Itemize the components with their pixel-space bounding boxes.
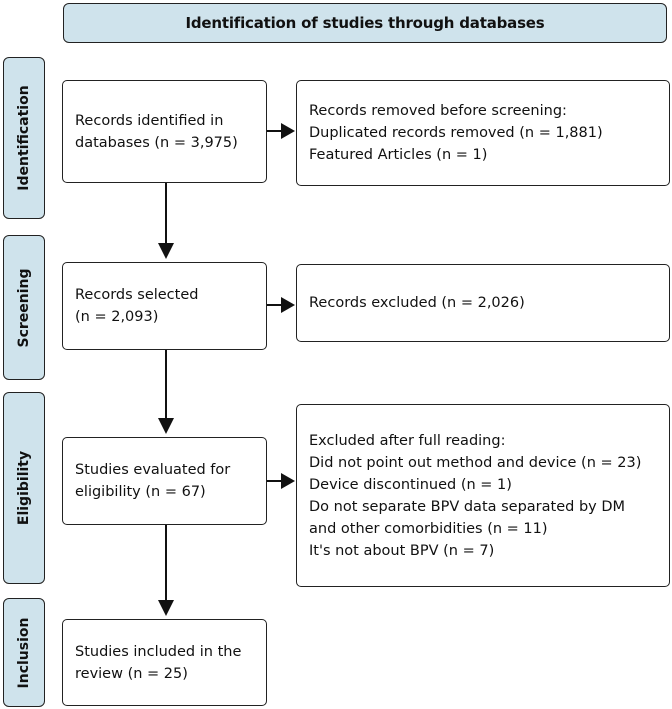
arrow-selected-to-excluded [267,297,295,313]
box-line: review (n = 25) [75,665,188,682]
header-title: Identification of studies through databa… [63,3,667,43]
box-line: (n = 2,093) [75,309,159,325]
records-selected-box: Records selected (n = 2,093) [62,262,267,350]
excluded-full-reading-box: Excluded after full reading: Did not poi… [296,404,670,587]
box-line: databases (n = 3,975) [75,134,238,151]
records-identified-box: Records identified in databases (n = 3,9… [62,80,267,183]
arrow-evaluated-to-excluded-reading [267,473,295,489]
box-line: Featured Articles (n = 1) [309,147,488,163]
box-line: Records excluded (n = 2,026) [309,295,525,311]
box-line: Studies evaluated for [75,462,231,478]
arrow-evaluated-to-included [158,525,174,616]
arrow-identified-to-removed [267,123,295,139]
box-line: Studies included in the [75,643,242,660]
phase-identification: Identification [3,57,45,219]
arrow-selected-to-evaluated [158,350,174,434]
box-line: Records selected [75,287,199,303]
box-line: Duplicated records removed (n = 1,881) [309,125,603,141]
phase-inclusion: Inclusion [3,598,45,707]
studies-included-box: Studies included in the review (n = 25) [62,619,267,706]
box-line: Records identified in [75,112,224,129]
box-line: Records removed before screening: [309,103,567,119]
box-line: Do not separate BPV data separated by DM [309,498,626,515]
box-line: eligibility (n = 67) [75,484,206,500]
records-removed-box: Records removed before screening: Duplic… [296,80,670,186]
studies-evaluated-box: Studies evaluated for eligibility (n = 6… [62,437,267,525]
records-excluded-box: Records excluded (n = 2,026) [296,264,670,342]
phase-eligibility: Eligibility [3,392,45,584]
box-line: Excluded after full reading: [309,432,506,449]
arrow-identified-to-selected [158,183,174,259]
box-line: Did not point out method and device (n =… [309,454,642,471]
box-line: and other comorbidities (n = 11) [309,520,548,537]
box-line: It's not about BPV (n = 7) [309,542,495,559]
phase-screening: Screening [3,235,45,380]
box-line: Device discontinued (n = 1) [309,476,512,493]
